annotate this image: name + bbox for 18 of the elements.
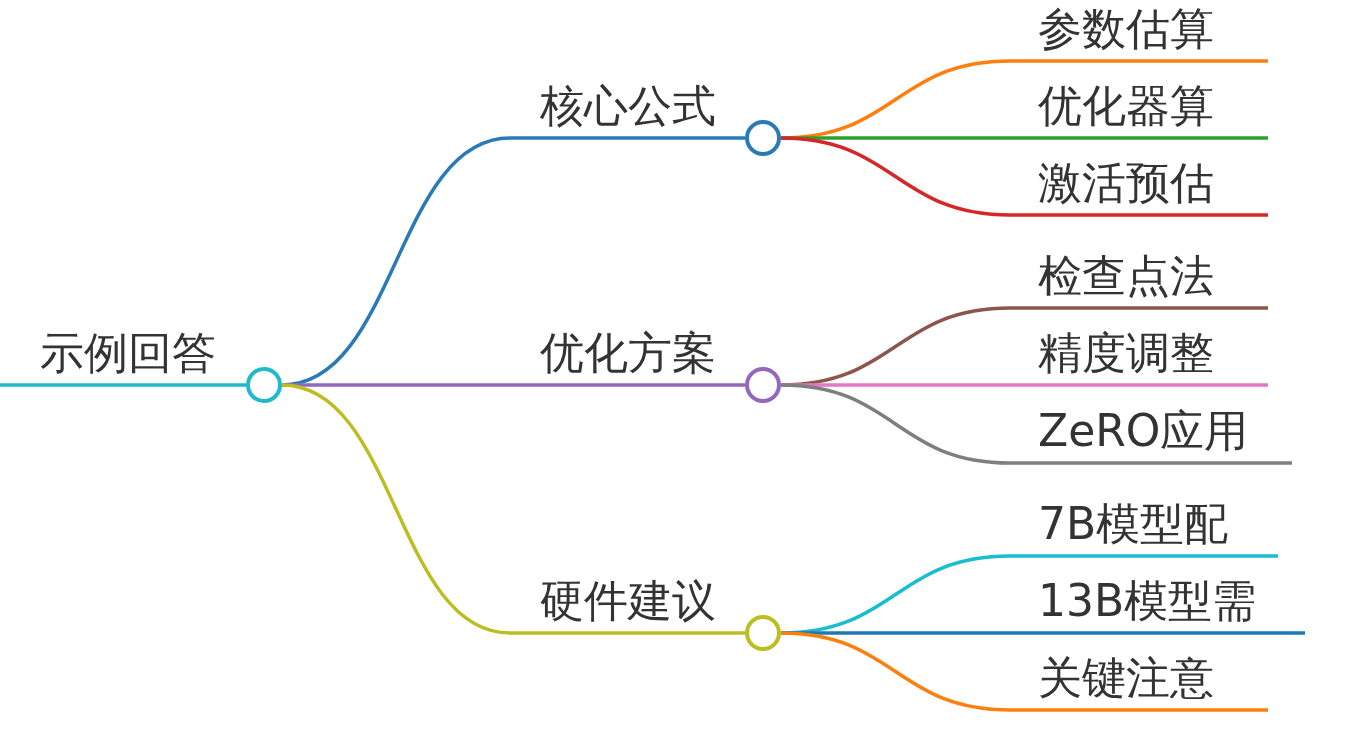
topic-text: 激活预估 bbox=[1038, 157, 1214, 209]
topic-text: 7B模型配 bbox=[1038, 498, 1229, 550]
topic-text: 参数估算 bbox=[1038, 3, 1214, 55]
branch-line bbox=[780, 631, 1011, 712]
topic-text: 优化器算 bbox=[1038, 80, 1214, 132]
branch-line bbox=[780, 136, 1011, 217]
branch-line bbox=[780, 383, 1011, 465]
topic-text: ZeRO应用 bbox=[1038, 405, 1249, 457]
topic-text: 硬件建议 bbox=[540, 575, 716, 627]
topic-text: 示例回答 bbox=[40, 327, 216, 379]
topic-text: 13B模型需 bbox=[1038, 575, 1257, 627]
topic-text: 核心公式 bbox=[540, 80, 716, 132]
branch-line bbox=[0, 383, 30, 387]
topic-text: 精度调整 bbox=[1038, 327, 1214, 379]
topic-text: 检查点法 bbox=[1038, 250, 1214, 302]
topic-text: 关键注意 bbox=[1038, 652, 1214, 704]
topic-text: 优化方案 bbox=[540, 327, 716, 379]
branch-line bbox=[281, 383, 511, 635]
